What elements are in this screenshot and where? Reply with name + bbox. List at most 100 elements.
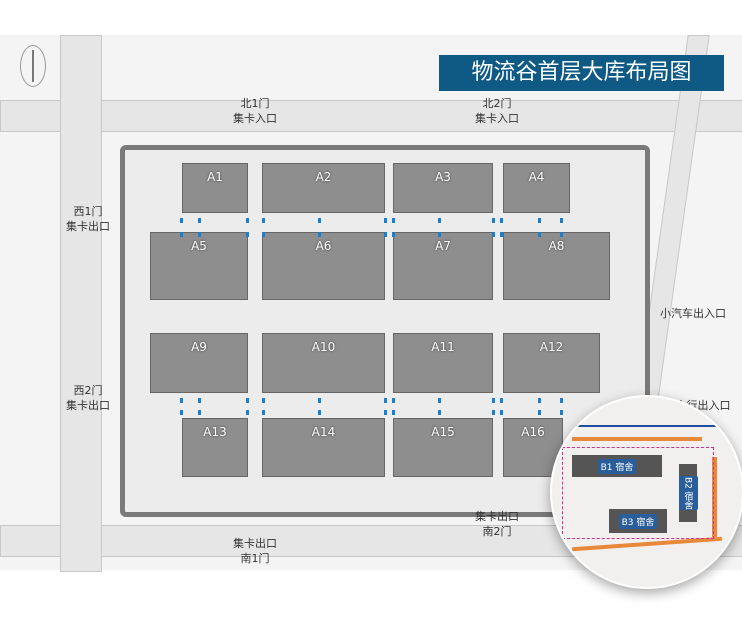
loading-dock-marker: [318, 232, 321, 237]
loading-dock-marker: [246, 398, 249, 403]
loading-dock-marker: [180, 398, 183, 403]
loading-dock-marker: [492, 218, 495, 223]
loading-dock-marker: [180, 218, 183, 223]
warehouse-a7: A7: [393, 232, 493, 300]
gate-name: 南1门: [240, 552, 270, 565]
loading-dock-marker: [180, 410, 183, 415]
loading-dock-marker: [246, 232, 249, 237]
loading-dock-marker: [500, 218, 503, 223]
warehouse-a15: A15: [393, 418, 493, 477]
loading-dock-marker: [392, 410, 395, 415]
warehouse-label: A16: [521, 425, 545, 439]
gate-south2: 集卡出口南2门: [475, 509, 519, 539]
warehouse-label: A7: [435, 239, 451, 253]
dorm-b2: B2 宿舍: [678, 464, 698, 522]
gate-name: 北2门: [482, 97, 512, 110]
warehouse-label: A5: [191, 239, 207, 253]
warehouse-label: A6: [315, 239, 332, 253]
loading-dock-marker: [560, 410, 563, 415]
warehouse-label: A15: [431, 425, 455, 439]
warehouse-label: A12: [539, 340, 564, 354]
loading-dock-marker: [538, 218, 541, 223]
gate-west1: 西1门集卡出口: [66, 204, 110, 234]
loading-dock-marker: [318, 218, 321, 223]
gate-use: 集卡入口: [475, 112, 519, 125]
loading-dock-marker: [384, 232, 387, 237]
warehouse-label: A11: [431, 340, 455, 354]
loading-dock-marker: [262, 232, 265, 237]
warehouse-label: A3: [435, 170, 451, 184]
loading-dock-marker: [560, 398, 563, 403]
dorm-label: B1 宿舍: [597, 458, 637, 474]
gate-north1: 北1门集卡入口: [233, 96, 277, 126]
loading-dock-marker: [198, 218, 201, 223]
loading-dock-marker: [538, 410, 541, 415]
loading-dock-marker: [392, 398, 395, 403]
loading-dock-marker: [198, 232, 201, 237]
loading-dock-marker: [384, 410, 387, 415]
page-title: 物流谷首层大库布局图: [439, 55, 724, 91]
loading-dock-marker: [560, 218, 563, 223]
dormitory-magnifier: B1 宿舍 B2 宿舍 B3 宿舍: [550, 395, 742, 589]
loading-dock-marker: [438, 410, 441, 415]
loading-dock-marker: [246, 218, 249, 223]
warehouse-label: A13: [203, 425, 227, 439]
warehouse-a3: A3: [393, 163, 493, 213]
loading-dock-marker: [262, 410, 265, 415]
loading-dock-marker: [180, 232, 183, 237]
warehouse-a10: A10: [262, 333, 385, 393]
gate-name: 西1门: [73, 205, 103, 218]
dorm-b1: B1 宿舍: [572, 455, 662, 477]
gate-south1: 集卡出口南1门: [233, 536, 277, 566]
loading-dock-marker: [318, 410, 321, 415]
loading-dock-marker: [384, 398, 387, 403]
loading-dock-marker: [262, 218, 265, 223]
loading-dock-marker: [392, 232, 395, 237]
dorm-label: B3 宿舍: [618, 513, 658, 529]
warehouse-a12: A12: [503, 333, 600, 393]
gate-west2: 西2门集卡出口: [66, 383, 110, 413]
warehouse-a8: A8: [503, 232, 610, 300]
gate-use: 集卡出口: [66, 220, 110, 233]
loading-dock-marker: [538, 232, 541, 237]
warehouse-a9: A9: [150, 333, 248, 393]
warehouse-a11: A11: [393, 333, 493, 393]
gate-use: 集卡出口: [66, 399, 110, 412]
gate-name: 西2门: [73, 384, 103, 397]
car-entrance-label: 小汽车出入口: [660, 307, 726, 320]
loading-dock-marker: [492, 410, 495, 415]
dorm-b3: B3 宿舍: [609, 509, 667, 533]
gate-north2: 北2门集卡入口: [475, 96, 519, 126]
north-road: [0, 100, 742, 132]
warehouse-label: A1: [207, 170, 223, 184]
loading-dock-marker: [492, 232, 495, 237]
gate-use: 集卡出口: [475, 510, 519, 523]
warehouse-a1: A1: [182, 163, 248, 213]
west-road: [60, 35, 102, 572]
warehouse-a14: A14: [262, 418, 385, 477]
warehouse-label: A2: [315, 170, 332, 184]
loading-dock-marker: [198, 398, 201, 403]
warehouse-a5: A5: [150, 232, 248, 300]
warehouse-label: A4: [528, 170, 545, 184]
loading-dock-marker: [392, 218, 395, 223]
warehouse-a2: A2: [262, 163, 385, 213]
loading-dock-marker: [560, 232, 563, 237]
dorm-zone-boundary: [562, 447, 714, 539]
loading-dock-marker: [262, 398, 265, 403]
gate-use: 集卡入口: [233, 112, 277, 125]
loading-dock-marker: [538, 398, 541, 403]
fence: [712, 457, 717, 537]
gate-name: 南2门: [482, 525, 512, 538]
warehouse-a6: A6: [262, 232, 385, 300]
fence: [572, 437, 702, 441]
loading-dock-marker: [500, 232, 503, 237]
warehouse-label: A14: [311, 425, 336, 439]
loading-dock-marker: [438, 232, 441, 237]
dorm-label: B2 宿舍: [678, 475, 698, 511]
road-line: [552, 425, 742, 427]
loading-dock-marker: [438, 398, 441, 403]
warehouse-label: A8: [548, 239, 565, 253]
loading-dock-marker: [500, 398, 503, 403]
